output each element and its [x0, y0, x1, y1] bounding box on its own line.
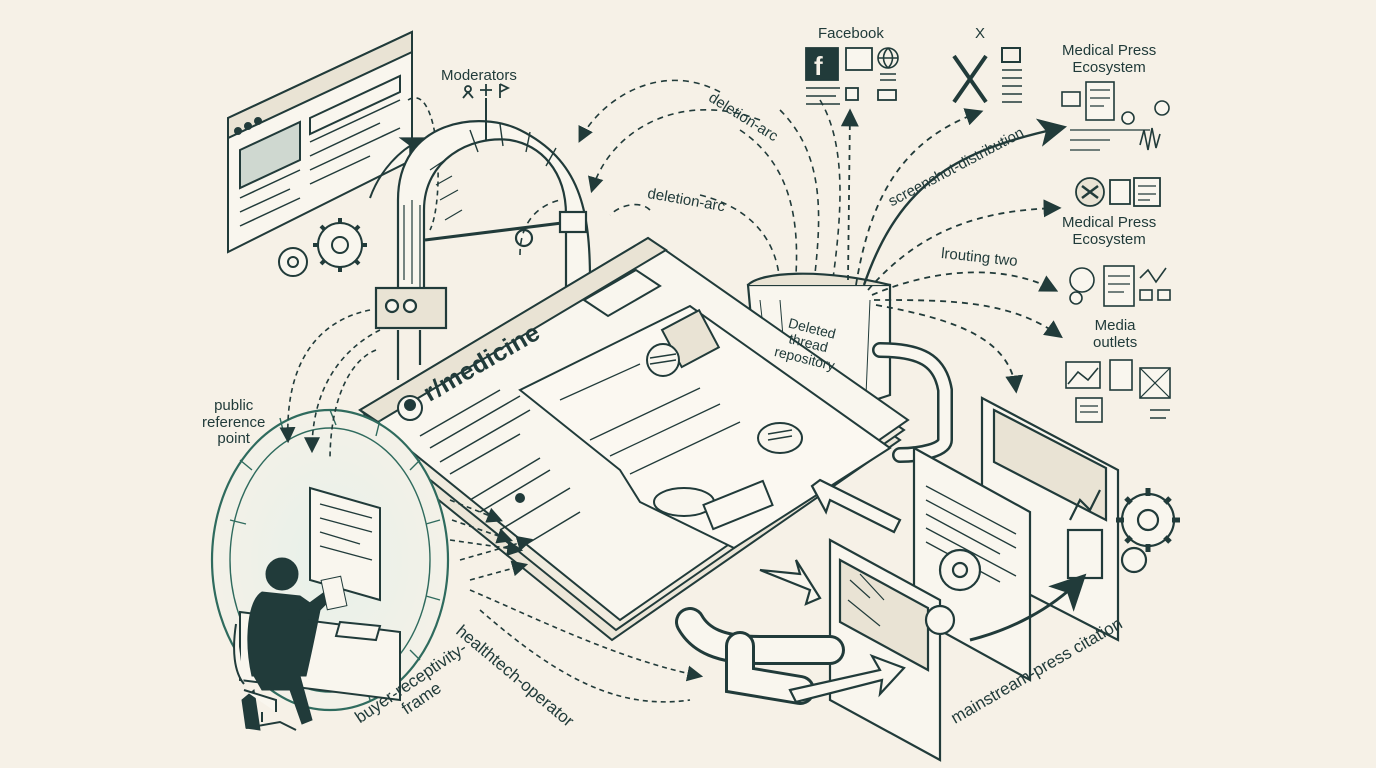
media-outlets-icons: [1065, 265, 1171, 423]
globe-icon: [877, 47, 899, 81]
medical-press-label-mid: Medical Press Ecosystem: [1062, 214, 1157, 248]
bottom-pipe: [675, 607, 845, 705]
svg-text:f: f: [814, 51, 823, 81]
facebook-icon: f: [805, 47, 897, 105]
facebook-label: Facebook: [818, 25, 884, 42]
public-reference-point-label: public reference point: [202, 397, 266, 447]
moderator-icons: [462, 83, 511, 99]
public-reference-arrows: [279, 309, 704, 703]
distribution-arrows: [840, 108, 1068, 394]
x-icon: [952, 47, 1022, 104]
moderation-dashboard-window: [227, 30, 413, 254]
moderation-arch: [374, 120, 592, 380]
gear-icon: [278, 218, 367, 277]
medical-press-mid-icons: [1075, 177, 1161, 207]
person-silhouette: [241, 557, 348, 731]
chair: [233, 623, 297, 731]
media-outlets-label: Media outlets: [1093, 317, 1138, 351]
moderators-label: Moderators: [441, 67, 517, 84]
medical-press-label-top: Medical Press Ecosystem: [1062, 42, 1157, 76]
medical-press-top-icons: [1061, 81, 1170, 151]
x-label: X: [975, 25, 986, 42]
citation-arrows: [759, 478, 1087, 704]
right-gear-icon: [924, 488, 1180, 636]
window-arrow: [369, 137, 426, 199]
screenshot-document: [518, 304, 892, 550]
